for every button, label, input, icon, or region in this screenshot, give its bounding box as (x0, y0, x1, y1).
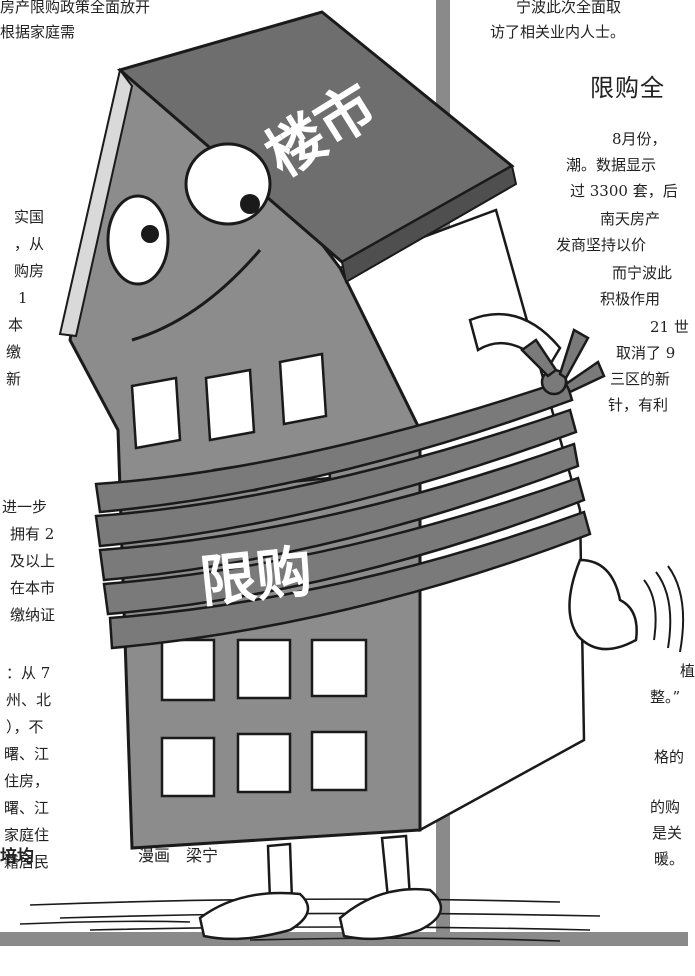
left-lower-line-4: 在本市 (10, 579, 56, 597)
left-lower-line-3: 及以上 (10, 552, 56, 570)
left-top-line-1: 房产限购政策全面放开 (0, 0, 151, 16)
left-mid-line-2: ，从 (14, 235, 45, 253)
motion-lines (643, 565, 685, 653)
cartoon-smile (131, 249, 262, 342)
rope-sign-text: 限购 (197, 539, 315, 615)
right-lower-line-3: 格的 (654, 748, 685, 766)
windows-lower (160, 638, 368, 798)
credit-label: 漫画 (138, 846, 171, 865)
left-bottom-line-5: 住房， (4, 772, 50, 790)
cartoon-legs (198, 834, 443, 941)
rope-knot (520, 328, 606, 396)
roof-gable-edge (58, 67, 134, 338)
right-lower-line-5: 是关 (652, 824, 683, 842)
left-mid-line-7: 新 (6, 370, 22, 388)
left-bottom-line-2: 州、北 (6, 691, 52, 709)
left-bottom-line-3: ），不 (6, 718, 44, 736)
byline-fragment: 培均 (0, 847, 34, 867)
right-para4-line-2: 取消了 9 (616, 344, 676, 362)
right-para2-line-2: 发商坚持以价 (556, 236, 647, 254)
cartoon-credit: 漫画梁宁 (138, 842, 234, 866)
ground-lines (19, 898, 601, 942)
right-lower-line-4: 的购 (650, 798, 681, 816)
credit-artist: 梁宁 (186, 846, 219, 865)
right-lower-line-2: 整。” (650, 688, 681, 706)
cartoon-eyes (106, 142, 272, 286)
left-mid-line-3: 购房 (14, 262, 45, 280)
right-para1-line-3: 过 3300 套，后 (570, 182, 678, 200)
right-lower-line-1: 植 (680, 662, 695, 680)
right-para2-line-1: 南天房产 (600, 210, 661, 228)
left-mid-line-5: 本 (8, 316, 24, 334)
right-para4-line-4: 针，有利 (608, 396, 669, 414)
left-mid-line-4: 1 (18, 289, 28, 307)
right-para1-line-2: 潮。数据显示 (566, 156, 657, 174)
right-para1-line-1: 8月份， (612, 130, 667, 148)
left-bottom-line-8: 籍居民 (4, 853, 50, 871)
left-bottom-line-4: 曙、江 (4, 745, 50, 763)
roof-front-edge (340, 164, 518, 284)
left-mid-line-1: 实国 (14, 208, 45, 226)
right-para4-line-1: 21 世 (650, 318, 689, 336)
left-lower-line-2: 拥有 2 (10, 525, 55, 543)
left-mid-line-6: 缴 (6, 343, 22, 361)
right-intro-line-2: 访了相关业内人士。 (490, 23, 626, 41)
right-para3-line-1: 而宁波此 (612, 264, 673, 282)
right-intro-line-1: 宁波此次全面取 (516, 0, 622, 16)
left-top-line-2: 根据家庭需 (0, 23, 76, 41)
right-lower-line-6: 暖。 (654, 850, 685, 868)
section-heading: 限购全 (590, 74, 665, 102)
cartoon-hand (568, 558, 638, 651)
left-lower-line-5: 缴纳证 (10, 606, 56, 624)
left-bottom-line-6: 曙、江 (4, 799, 50, 817)
left-bottom-line-1: ：从 7 (6, 664, 51, 682)
rope-bands (94, 378, 592, 650)
right-para4-line-3: 三区的新 (610, 370, 671, 388)
left-bottom-line-7: 家庭住 (4, 826, 50, 844)
left-lower-line-1: 进一步 (2, 498, 48, 516)
right-para3-line-2: 积极作用 (600, 290, 661, 308)
